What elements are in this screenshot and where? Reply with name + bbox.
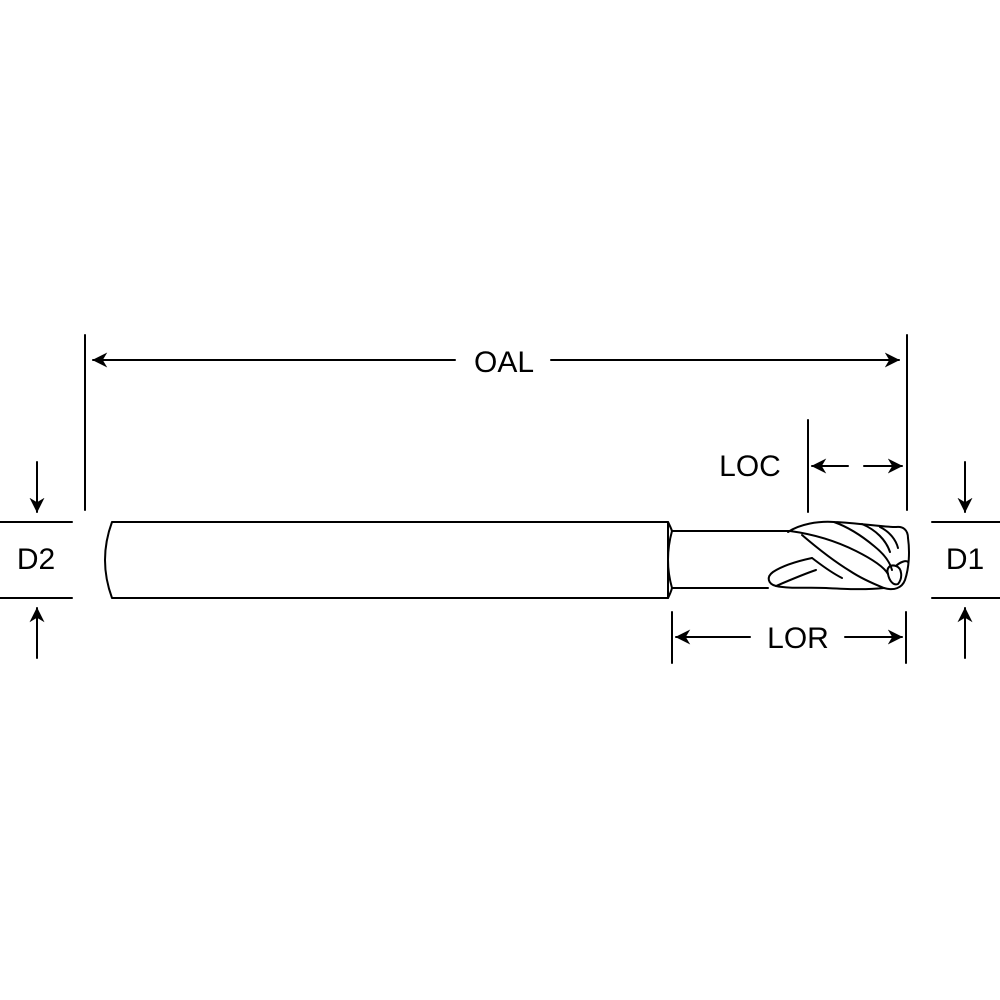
oal-label: OAL [474,346,534,379]
tool-cutting-head [767,520,910,591]
d2-label: D2 [17,543,55,576]
tool-tip-center [886,564,903,586]
loc-dimension [807,419,903,513]
lor-label: LOR [767,622,829,655]
loc-label: LOC [719,450,781,483]
d1-label: D1 [946,543,984,576]
tool-shank [104,521,669,599]
lor-dimension [671,611,907,664]
d1-dimension [931,461,1000,659]
oal-dimension [84,334,908,511]
end-mill-tool [104,520,910,599]
tool-neck [671,530,791,589]
d2-dimension [0,461,73,659]
